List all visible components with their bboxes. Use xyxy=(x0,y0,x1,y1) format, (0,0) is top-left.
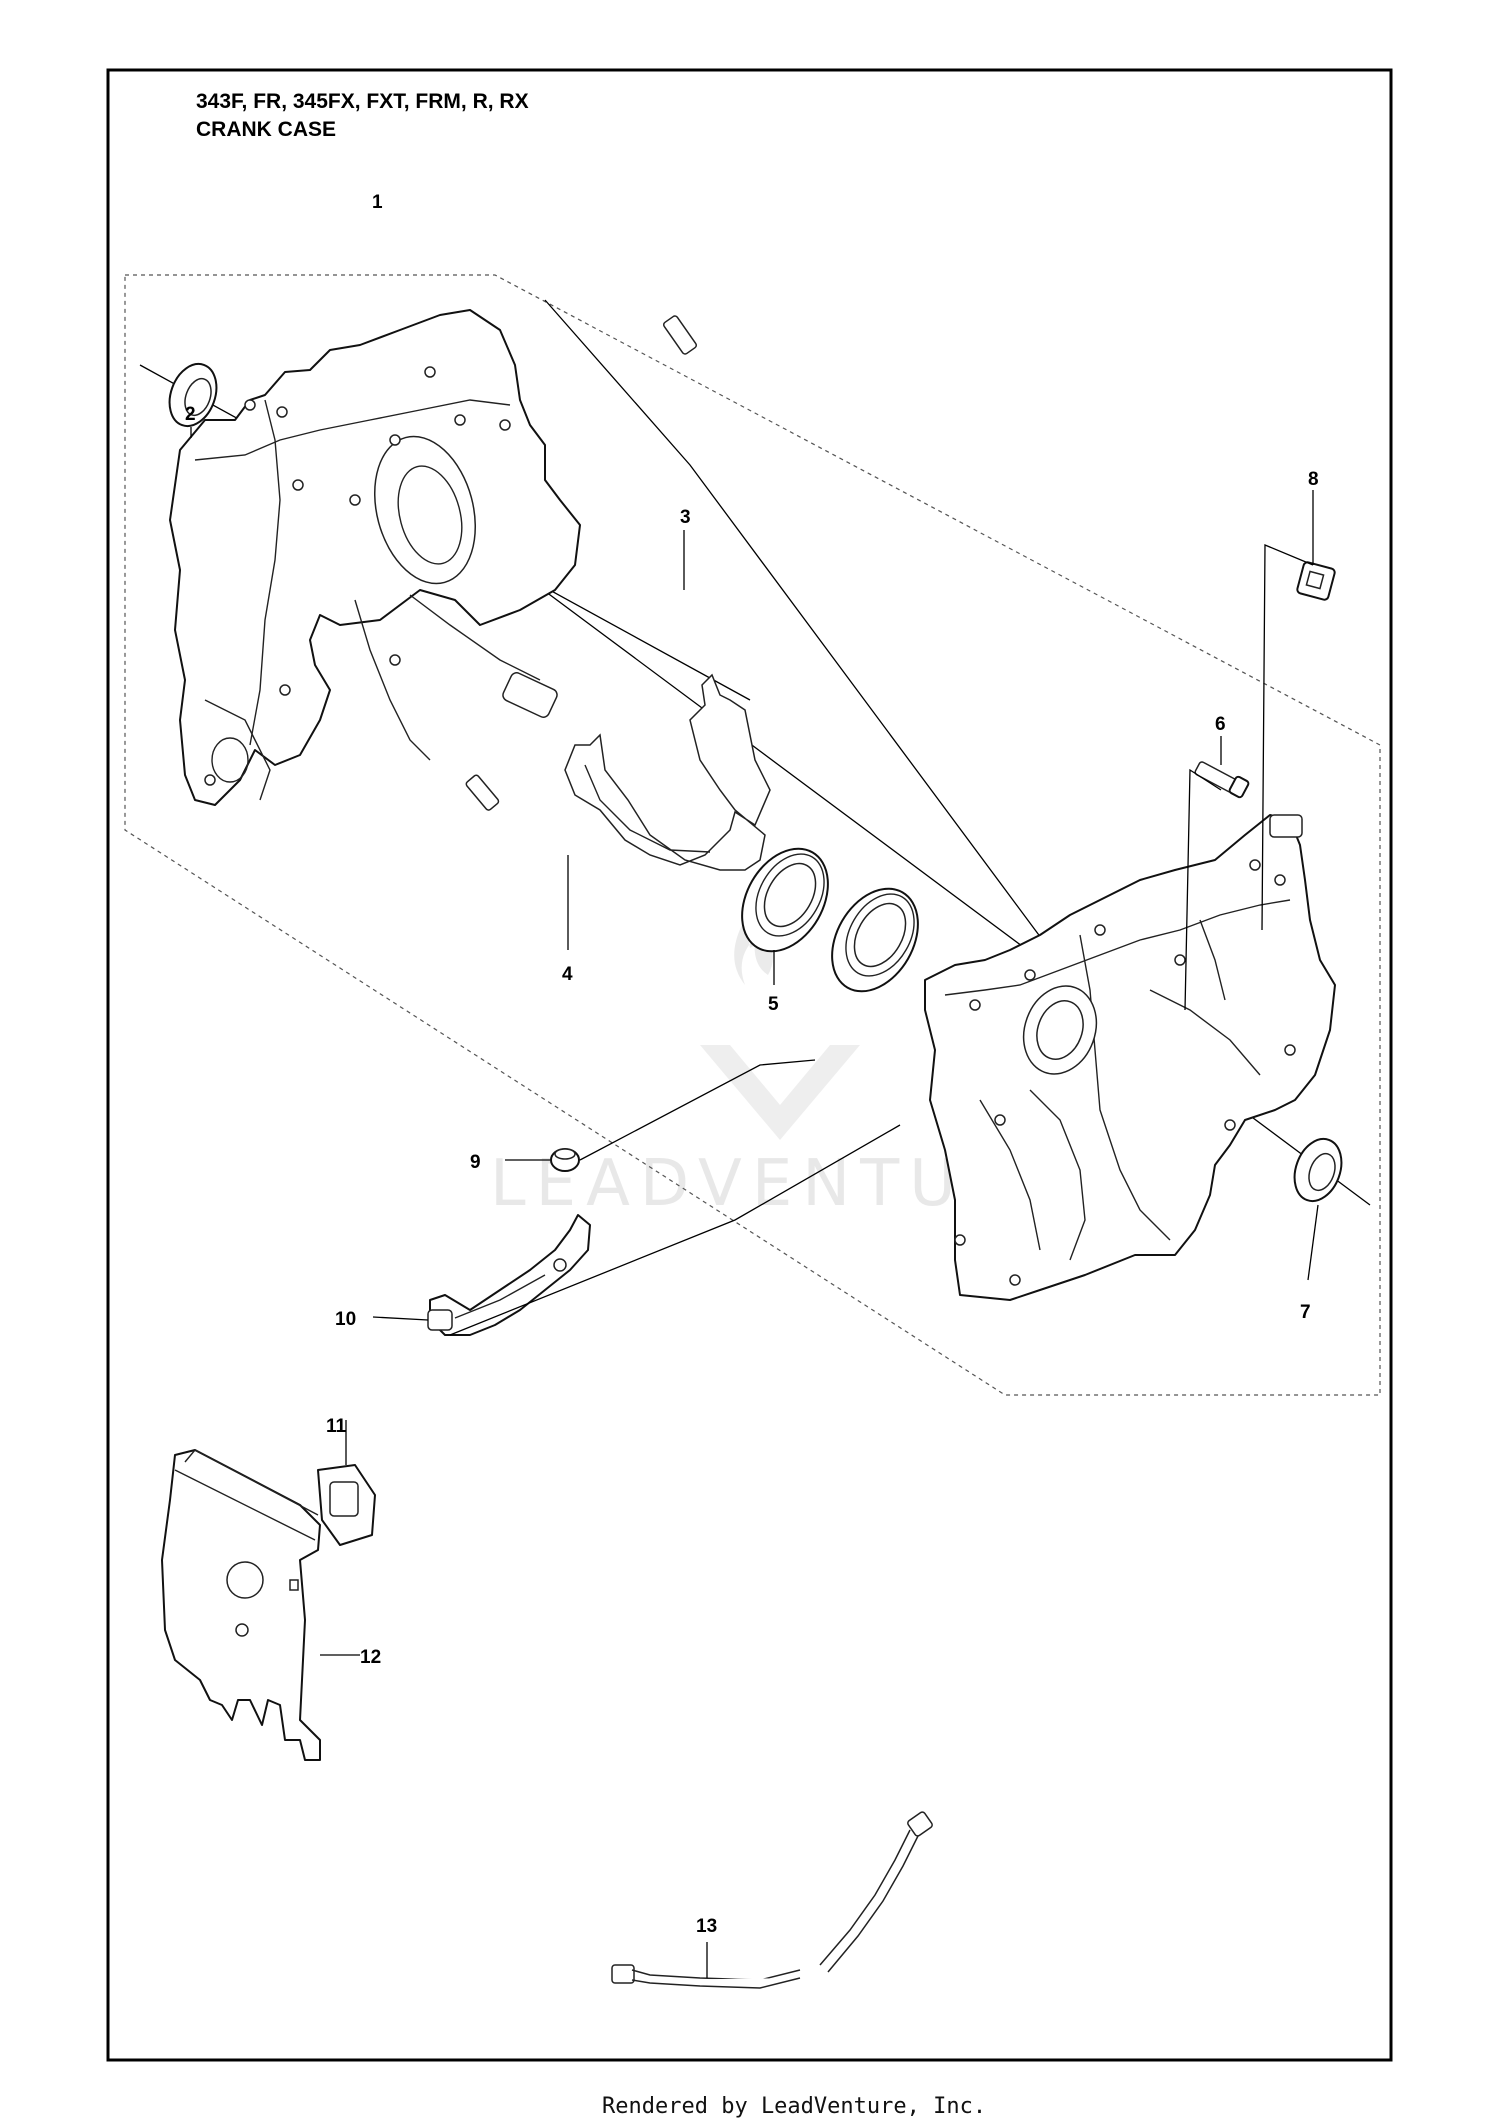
callout-2: 2 xyxy=(185,404,196,425)
callout-10: 10 xyxy=(335,1309,356,1330)
callout-13: 13 xyxy=(696,1916,717,1937)
gasket xyxy=(564,673,771,871)
seal-right xyxy=(1293,1138,1343,1202)
right-crankcase-half xyxy=(924,814,1336,1301)
screw xyxy=(1194,761,1250,799)
seal-left xyxy=(168,363,218,427)
callout-11: 11 xyxy=(326,1416,347,1437)
nut xyxy=(1296,561,1336,601)
wire-harness xyxy=(611,1811,933,1989)
guide-pin xyxy=(465,315,698,811)
callout-4: 4 xyxy=(562,964,573,985)
callout-3: 3 xyxy=(680,507,691,528)
rubber-buffer xyxy=(550,1148,580,1172)
callout-6: 6 xyxy=(1215,714,1226,735)
footer-credit: Rendered by LeadVenture, Inc. xyxy=(602,2094,986,2119)
bearing-pair xyxy=(741,847,919,993)
callout-8: 8 xyxy=(1308,469,1319,490)
callout-5: 5 xyxy=(768,994,779,1015)
callout-7: 7 xyxy=(1300,1302,1311,1323)
bolt-axis-line xyxy=(544,299,1051,951)
heat-shield-plate xyxy=(161,1449,321,1761)
left-crankcase-half xyxy=(169,309,581,806)
callout-12: 12 xyxy=(360,1647,381,1668)
assembly-boundary xyxy=(124,274,1381,1396)
section-title: CRANK CASE xyxy=(196,118,336,141)
bracket xyxy=(427,1214,591,1336)
diagram-border xyxy=(106,68,1393,2062)
v-logo-icon xyxy=(700,1045,860,1140)
callout-1: 1 xyxy=(372,192,383,213)
callout-9: 9 xyxy=(470,1152,481,1173)
model-list-title: 343F, FR, 345FX, FXT, FRM, R, RX xyxy=(196,90,529,113)
square-washer xyxy=(317,1464,376,1546)
